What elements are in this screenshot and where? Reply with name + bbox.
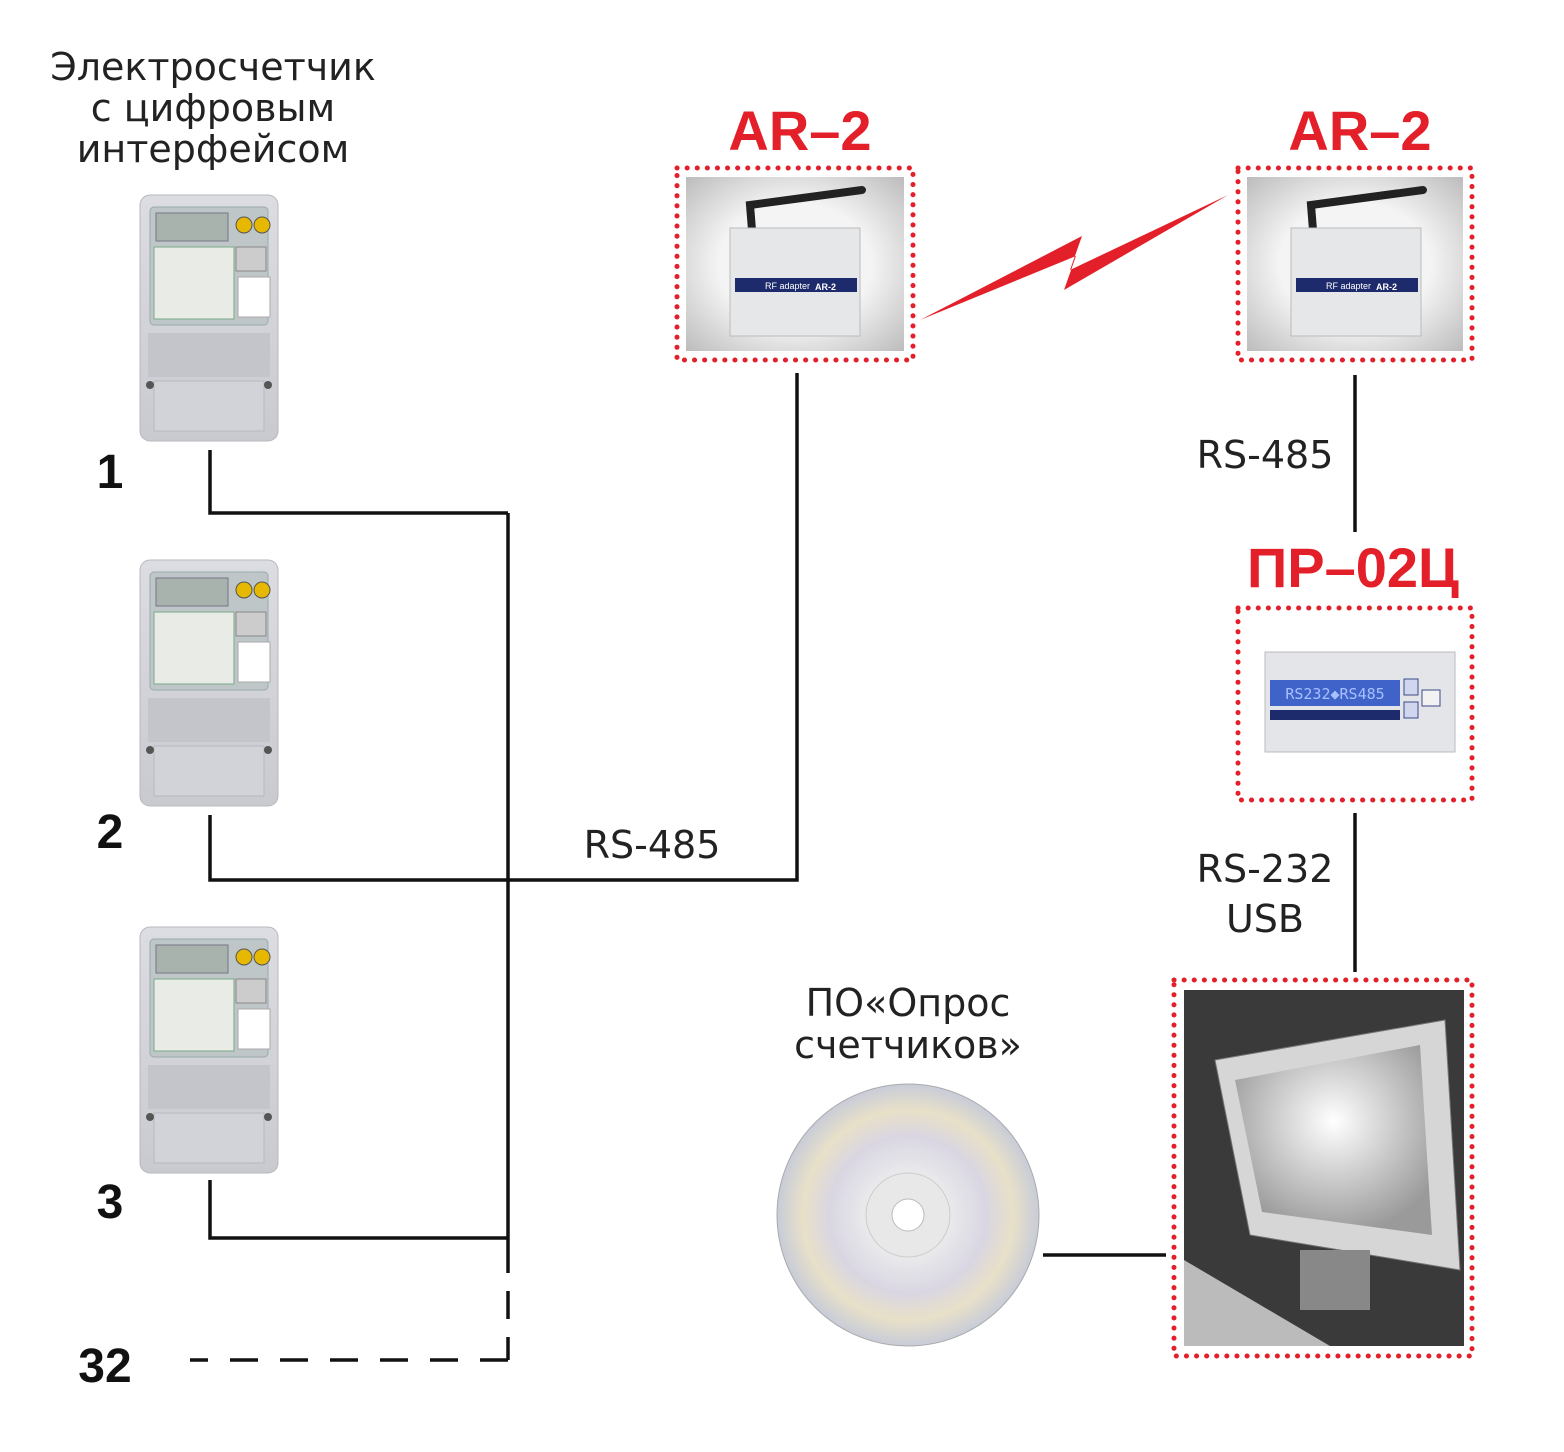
converter-pc-link-label-1: RS-232 xyxy=(1197,847,1334,891)
adapter-left-title: AR–2 xyxy=(728,99,871,162)
electricity-meter-2 xyxy=(139,559,279,807)
meter-number-32: 32 xyxy=(78,1340,131,1393)
adapter-right-panel-text: RF adapter xyxy=(1326,281,1371,291)
bus-label: RS-485 xyxy=(584,823,721,867)
software-cd-icon xyxy=(776,1083,1040,1347)
electricity-meter-3 xyxy=(139,926,279,1174)
radio-link-lightning-icon xyxy=(920,195,1228,320)
computer xyxy=(1171,977,1475,1359)
adapter-left-panel-text: RF adapter xyxy=(765,281,810,291)
meter-number-1: 1 xyxy=(97,446,124,499)
electricity-meter-1 xyxy=(139,194,279,442)
meter-title-line-3: интерфейсом xyxy=(77,127,350,171)
meter-title-line-2: с цифровым xyxy=(91,86,335,130)
rf-adapter-right: RF adapter AR-2 xyxy=(1235,165,1475,363)
ar-converter-link-label: RS-485 xyxy=(1197,433,1334,477)
meter-number-3: 3 xyxy=(97,1176,124,1229)
interface-converter: RS232◆RS485 xyxy=(1235,605,1475,803)
meter-number-2: 2 xyxy=(97,806,124,859)
adapter-left-model: AR-2 xyxy=(815,282,836,292)
meter-title-line-1: Электросчетчик xyxy=(50,45,376,89)
converter-title: ПР–02Ц xyxy=(1247,536,1459,599)
converter-pc-link-label-2: USB xyxy=(1226,897,1304,941)
software-label-line-1: ПО«Опрос xyxy=(806,981,1011,1025)
rs485-bus-wires xyxy=(190,373,1357,1362)
software-label-line-2: счетчиков» xyxy=(794,1023,1022,1067)
converter-display: RS232◆RS485 xyxy=(1285,685,1384,703)
rf-adapter-left: RF adapter AR-2 xyxy=(674,165,916,363)
adapter-right-title: AR–2 xyxy=(1288,99,1431,162)
adapter-right-model: AR-2 xyxy=(1376,282,1397,292)
